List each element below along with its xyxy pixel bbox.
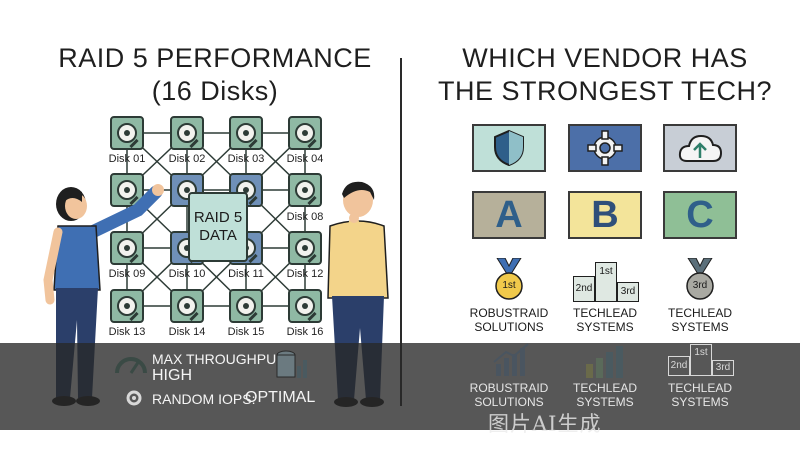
vendor-label-techlead-2: TECHLEAD SYSTEMS	[650, 306, 750, 334]
tile-letter-a: A	[472, 191, 546, 239]
disk-label-04: Disk 04	[286, 153, 324, 165]
vendor-name-line1: TECHLEAD	[572, 306, 637, 320]
right-title-line1: WHICH VENDOR HAS	[462, 43, 748, 73]
disk-02	[170, 116, 204, 150]
podium-1st: 1st	[595, 262, 617, 302]
gold-medal: 1st	[491, 257, 527, 302]
podium-2nd: 2nd	[573, 276, 595, 302]
speedometer-icon	[115, 357, 147, 374]
podium: 2nd 1st 3rd	[573, 262, 639, 302]
vendor-name-line2: SYSTEMS	[671, 320, 729, 334]
tile-letter-c: C	[663, 191, 737, 239]
disk-label-01: Disk 01	[108, 153, 146, 165]
disk-15	[229, 289, 263, 323]
right-title: WHICH VENDOR HAS THE STRONGEST TECH?	[430, 42, 780, 108]
disk-06	[170, 173, 204, 207]
podium-small: 2nd 1st 3rd	[668, 344, 734, 376]
disk-label-03: Disk 03	[227, 153, 265, 165]
tile-shield	[472, 124, 546, 172]
disk-16	[288, 289, 322, 323]
podium-small-1st: 1st	[690, 344, 712, 376]
vendor-name-line2: SYSTEMS	[671, 395, 729, 409]
tile-gear	[568, 124, 642, 172]
vendor-name-line1: TECHLEAD	[667, 306, 732, 320]
disk-09	[110, 231, 144, 265]
raid5-data-box: RAID 5 DATA	[188, 192, 248, 262]
disk-13	[110, 289, 144, 323]
disk-14	[170, 289, 204, 323]
disk-label-11: Disk 11	[228, 268, 264, 280]
disk-label-16: Disk 16	[286, 326, 324, 338]
disk-label-14: Disk 14	[168, 326, 206, 338]
vendor-label-techlead-3: TECHLEAD SYSTEMS	[555, 381, 655, 409]
vendor-letter-c: C	[686, 193, 714, 236]
disk-08	[288, 173, 322, 207]
disk-label-13: Disk 13	[108, 326, 146, 338]
right-title-line2: THE STRONGEST TECH?	[437, 76, 773, 106]
left-title-line1: RAID 5 PERFORMANCE	[58, 43, 372, 73]
raid5-data-line2: DATA	[199, 227, 237, 244]
disk-label-12: Disk 12	[286, 268, 324, 280]
gear-small-icon	[126, 390, 142, 406]
throughput-label: MAX THROUGHPUT:	[152, 351, 288, 367]
vendor-label-robustraid: ROBUSTRAID SOLUTIONS	[459, 306, 559, 334]
vendor-name-line1: ROBUSTRAID	[469, 306, 549, 320]
vendor-label-robustraid-2: ROBUSTRAID SOLUTIONS	[459, 381, 559, 409]
podium-small-2nd: 2nd	[668, 356, 690, 376]
vendor-name-line2: SYSTEMS	[576, 320, 634, 334]
disk-04	[288, 116, 322, 150]
disk-label-09: Disk 09	[108, 268, 146, 280]
medal-icon	[495, 257, 523, 300]
disk-label-15: Disk 15	[227, 326, 265, 338]
vendor-name-line2: SYSTEMS	[576, 395, 634, 409]
vendor-letter-b: B	[591, 193, 619, 236]
iops-value: OPTIMAL	[245, 389, 316, 406]
tile-letter-b: B	[568, 191, 642, 239]
gold-medal-label: 1st	[502, 280, 516, 291]
disk-01	[110, 116, 144, 150]
gear-icon	[587, 130, 623, 166]
bar-chart-icon	[586, 346, 623, 378]
vendor-name-line1: TECHLEAD	[667, 381, 732, 395]
left-title-line2: (16 Disks)	[151, 76, 279, 106]
disk-label-10: Disk 10	[168, 268, 206, 280]
vendor-label-techlead-1: TECHLEAD SYSTEMS	[555, 306, 655, 334]
growth-chart-icon	[493, 343, 529, 376]
bronze-medal: 3rd	[682, 257, 718, 302]
vendor-name-line2: SOLUTIONS	[474, 320, 544, 334]
left-title: RAID 5 PERFORMANCE (16 Disks)	[40, 42, 390, 108]
ai-generated-watermark: 图片AI生成	[488, 412, 602, 436]
disk-07	[229, 173, 263, 207]
podium-small-3rd: 3rd	[712, 360, 734, 376]
disk-12	[288, 231, 322, 265]
vendor-name-line1: ROBUSTRAID	[469, 381, 549, 395]
medal-icon	[686, 257, 714, 300]
vendor-label-techlead-4: TECHLEAD SYSTEMS	[650, 381, 750, 409]
tile-cloud	[663, 124, 737, 172]
disk-label-02: Disk 02	[168, 153, 206, 165]
bronze-medal-label: 3rd	[692, 280, 708, 291]
vendor-name-line2: SOLUTIONS	[474, 395, 544, 409]
raid5-data-line1: RAID 5	[193, 209, 243, 226]
throughput-value: HIGH	[152, 367, 192, 384]
disk-03	[229, 116, 263, 150]
database-icon	[276, 350, 307, 378]
vendor-letter-a: A	[495, 193, 523, 236]
vendor-name-line1: TECHLEAD	[572, 381, 637, 395]
cloud-upload-icon	[678, 134, 723, 162]
iops-label: RANDOM IOPS:	[152, 391, 256, 407]
panel-divider	[400, 58, 402, 406]
disk-label-08: Disk 08	[286, 211, 324, 223]
shield-icon	[494, 129, 524, 167]
podium-3rd: 3rd	[617, 282, 639, 302]
